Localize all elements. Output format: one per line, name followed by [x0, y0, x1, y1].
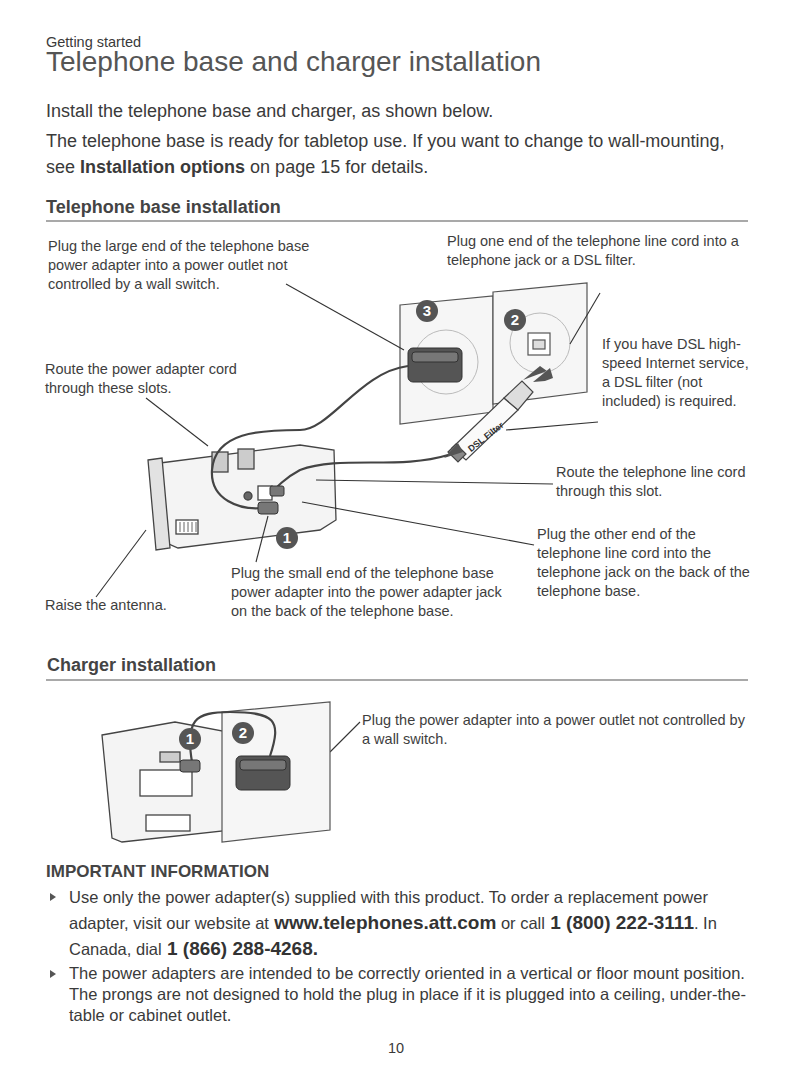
- wall-plate: [400, 283, 587, 424]
- callout-text: Route the power adapter cord through the…: [45, 360, 250, 398]
- section-rule: [46, 221, 748, 680]
- cross-reference: Installation options: [80, 157, 245, 177]
- intro-text: Install the telephone base and charger, …: [46, 98, 493, 124]
- callout-text: Plug the power adapter into a power outl…: [362, 711, 747, 749]
- telephone-base: [176, 520, 198, 534]
- telephone-base: [238, 449, 254, 469]
- telephone-base: [244, 492, 252, 500]
- bullet-text: or call: [501, 914, 545, 932]
- section-rule: [46, 679, 748, 680]
- section-heading: Telephone base installation: [46, 197, 281, 218]
- insert-arrow: [523, 366, 547, 380]
- cord-plug: [180, 760, 200, 772]
- callout-number: 3: [416, 300, 438, 322]
- callout-number: 2: [232, 722, 254, 744]
- page-number: 10: [388, 1040, 404, 1056]
- power-adapter: [236, 756, 290, 790]
- phone-jack: [528, 333, 550, 355]
- power-adapter: [408, 348, 462, 382]
- leader-line: [96, 284, 600, 752]
- vent-slot: [196, 522, 197, 532]
- cord-plug: [270, 486, 284, 496]
- vent-slot: [188, 522, 189, 532]
- callout-circle: [179, 728, 201, 750]
- callout-circle: [416, 300, 438, 322]
- charger: [146, 815, 190, 831]
- bullet-marker: [50, 970, 56, 978]
- intro-text: on page 15 for details.: [250, 157, 428, 177]
- vent-slot: [184, 522, 185, 532]
- cord-plug: [258, 502, 278, 514]
- telephone-base: [160, 445, 336, 548]
- insert-arrow: [444, 366, 553, 458]
- base-vents: [180, 522, 196, 532]
- leader-line: [286, 284, 404, 350]
- telephone-base: [148, 458, 170, 550]
- callout-number: 1: [276, 527, 298, 549]
- power-cord: [212, 366, 408, 508]
- page-title: Telephone base and charger installation: [46, 46, 541, 78]
- callout-text: Raise the antenna.: [45, 596, 167, 615]
- callout-text: Route the telephone line cord through th…: [556, 463, 756, 501]
- bullet-marker: [50, 893, 56, 901]
- dsl-filter: [504, 381, 533, 410]
- phone-cord: [272, 455, 448, 494]
- text-block: The power adapters are intended to be co…: [69, 963, 751, 1026]
- leader-line: [316, 480, 553, 484]
- leader-line: [96, 530, 146, 597]
- leader-line: [506, 422, 598, 430]
- bullet-marker: [50, 893, 56, 978]
- charger: [102, 722, 232, 842]
- vent-slot: [180, 522, 181, 532]
- vent-slot: [192, 522, 193, 532]
- power-adapter: [240, 760, 286, 770]
- power-adapter: [408, 348, 462, 382]
- wall-plate: [493, 283, 587, 404]
- telephone-base: [148, 445, 336, 550]
- power-cord: [190, 712, 275, 762]
- leader-line: [302, 502, 534, 545]
- power-cord: [190, 712, 275, 762]
- leader-line: [146, 398, 208, 446]
- leader-line: [330, 722, 360, 752]
- callout-text: If you have DSL high-speed Internet serv…: [602, 335, 752, 411]
- phone-number: 1 (866) 288-4268.: [167, 938, 318, 959]
- cord-plug: [180, 760, 200, 772]
- charger: [140, 770, 192, 796]
- power-adapter: [412, 352, 458, 362]
- callout-text: Plug one end of the telephone line cord …: [447, 232, 747, 270]
- web-address: www.telephones.att.com: [274, 912, 496, 933]
- section-heading: Charger installation: [47, 655, 216, 676]
- wall-plate: [222, 702, 330, 842]
- bullet-text: The power adapters are intended to be co…: [69, 964, 746, 1024]
- callout-circle: [232, 722, 254, 744]
- callout-text: Plug the other end of the telephone line…: [537, 525, 752, 601]
- leader-line: [570, 293, 600, 344]
- callout-text: Plug the small end of the telephone base…: [231, 564, 506, 621]
- power-cord: [212, 366, 408, 508]
- callout-number: 2: [504, 309, 526, 331]
- phone-jack: [528, 333, 550, 355]
- callout-text: Plug the large end of the telephone base…: [48, 237, 348, 294]
- phone-cord: [272, 455, 448, 494]
- phone-number: 1 (800) 222-3111: [550, 912, 694, 933]
- callout-number: 1: [179, 728, 201, 750]
- leader-line: [256, 516, 268, 562]
- text-block: Use only the power adapter(s) supplied w…: [69, 885, 751, 962]
- charger: [160, 752, 180, 762]
- power-adapter: [236, 756, 290, 790]
- charger: [102, 722, 232, 842]
- running-header: Getting started: [46, 34, 141, 50]
- cord-plug: [258, 486, 284, 514]
- section-heading: IMPORTANT INFORMATION: [46, 862, 269, 882]
- wall-plate: [222, 702, 330, 842]
- wall-plate: [400, 296, 493, 424]
- callout-circle: [276, 527, 298, 549]
- callout-circle: [504, 309, 526, 331]
- phone-jack: [533, 340, 545, 349]
- text-block: The telephone base is ready for tabletop…: [46, 128, 766, 180]
- section-rule: [46, 220, 748, 221]
